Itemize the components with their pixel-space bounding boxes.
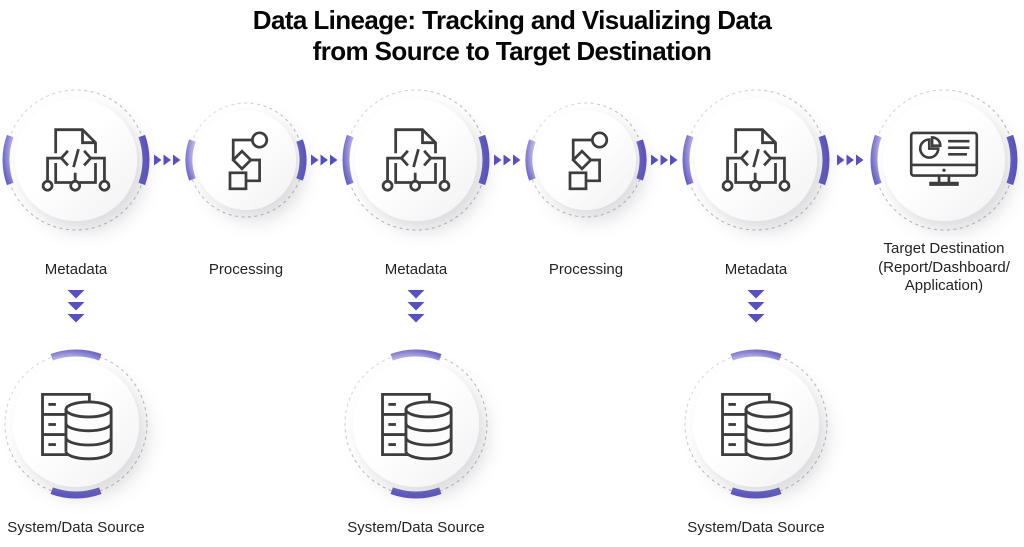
triple-chevron-down-icon — [67, 290, 85, 323]
node-metadata-2 — [346, 90, 486, 230]
node-label-metadata-3: Metadata — [724, 261, 788, 278]
flowchart-icon — [568, 131, 609, 191]
node-processing-1 — [189, 103, 303, 217]
node-label-source-1: System/Data Source — [7, 519, 145, 536]
triple-chevron-right-icon — [494, 154, 521, 166]
node-disc — [695, 99, 817, 221]
code-document-icon — [381, 128, 451, 192]
database-server-icon — [721, 392, 793, 460]
node-disc — [15, 99, 137, 221]
node-label-source-2: System/Data Source — [347, 519, 485, 536]
node-label-metadata-1: Metadata — [44, 261, 108, 278]
triple-chevron-right-icon — [651, 154, 678, 166]
node-processing-2 — [529, 103, 643, 217]
node-disc — [13, 361, 139, 487]
node-disc — [196, 110, 296, 210]
node-source-1 — [5, 353, 147, 495]
triple-chevron-right-icon — [154, 154, 181, 166]
node-label-target-destination: Target Destination (Report/Dashboard/ Ap… — [878, 240, 1010, 294]
node-metadata-1 — [6, 90, 146, 230]
database-server-icon — [381, 392, 453, 460]
diagram-title: Data Lineage: Tracking and Visualizing D… — [252, 5, 772, 66]
node-label-source-3: System/Data Source — [687, 519, 825, 536]
node-source-3 — [685, 353, 827, 495]
node-target-destination — [874, 90, 1014, 230]
node-disc — [355, 99, 477, 221]
node-source-2 — [345, 353, 487, 495]
triple-chevron-down-icon — [407, 290, 425, 323]
node-disc — [353, 361, 479, 487]
database-server-icon — [41, 392, 113, 460]
code-document-icon — [41, 128, 111, 192]
code-document-icon — [721, 128, 791, 192]
node-disc — [536, 110, 636, 210]
node-metadata-3 — [686, 90, 826, 230]
node-label-metadata-2: Metadata — [384, 261, 448, 278]
node-label-processing-2: Processing — [548, 261, 624, 278]
node-disc — [883, 99, 1005, 221]
triple-chevron-right-icon — [311, 154, 338, 166]
triple-chevron-right-icon — [837, 154, 864, 166]
triple-chevron-down-icon — [747, 290, 765, 323]
node-label-processing-1: Processing — [208, 261, 284, 278]
flowchart-icon — [228, 131, 269, 191]
node-disc — [693, 361, 819, 487]
dashboard-monitor-icon — [903, 128, 985, 192]
